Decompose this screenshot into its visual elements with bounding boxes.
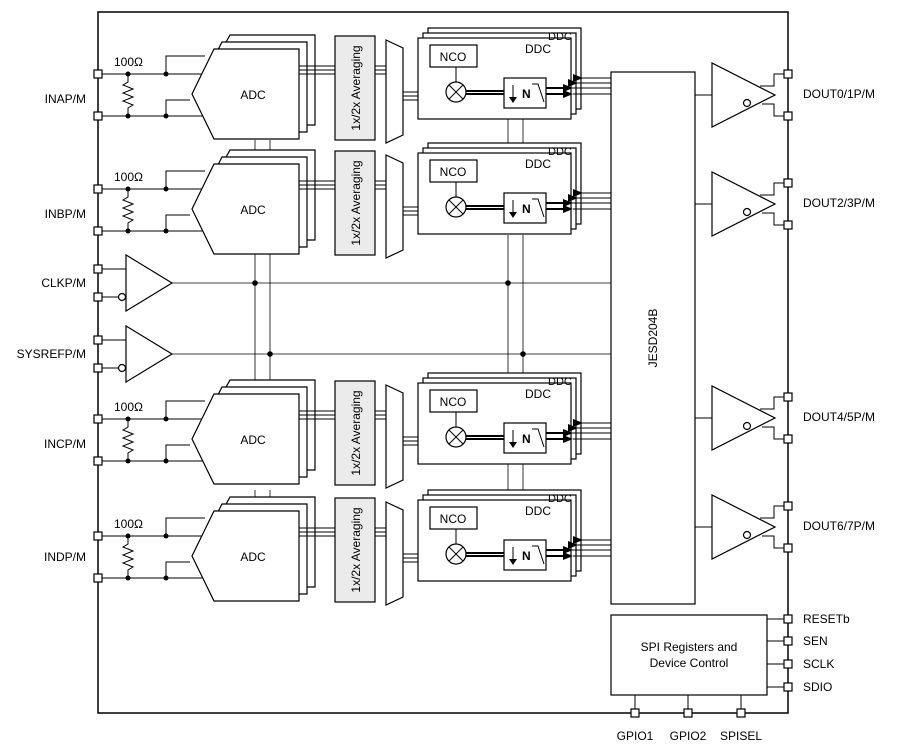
nco-label: NCO — [440, 512, 467, 526]
output-drivers — [695, 62, 788, 560]
ddc-label: DDC — [525, 157, 551, 171]
mux — [385, 154, 404, 259]
pin-label-dout45: DOUT4/5P/M — [803, 410, 875, 424]
ddc-label: DDC — [525, 504, 551, 518]
decimation-label: N — [522, 202, 531, 216]
decimation-filter — [503, 539, 547, 571]
pin-label-sen: SEN — [803, 634, 828, 648]
adc-label: ADC — [240, 88, 266, 102]
resistor-label: 100Ω — [114, 517, 143, 531]
mux — [385, 39, 404, 144]
decimation-label: N — [522, 87, 531, 101]
channel-c: 100Ω ADC 1x/2x Averaging DDC NCO N — [98, 372, 611, 489]
channel-b: 100Ω ADC 1x/2x Averaging DDC NCO N — [98, 142, 611, 259]
averaging-block — [334, 35, 376, 141]
decimation-filter — [503, 77, 547, 109]
adc-label: ADC — [240, 550, 266, 564]
pin-label-ind: INDP/M — [44, 550, 86, 564]
channel-d: 100Ω ADC 1x/2x Averaging DDC NCO N — [98, 489, 611, 606]
spi-block — [610, 614, 768, 696]
pin-label-dout23: DOUT2/3P/M — [803, 196, 875, 210]
resistor-label: 100Ω — [114, 55, 143, 69]
clk-buffer — [98, 253, 174, 313]
pin-label-resetb: RESETb — [803, 612, 850, 626]
pin-label-sclk: SCLK — [803, 657, 834, 671]
decimation-label: N — [522, 432, 531, 446]
adc-label: ADC — [240, 433, 266, 447]
nco-block — [429, 389, 478, 413]
resistor-label: 100Ω — [114, 400, 143, 414]
spi-line2: Device Control — [650, 656, 729, 670]
mux — [385, 501, 404, 606]
pin-label-dout01: DOUT0/1P/M — [803, 87, 875, 101]
pin-label-dout67: DOUT6/7P/M — [803, 519, 875, 533]
nco-block — [429, 44, 478, 68]
pins — [93, 69, 793, 718]
pin-label-clk: CLKP/M — [41, 276, 86, 290]
sysref-buffer — [98, 324, 174, 384]
ddc-back-label-b: DDC — [548, 146, 572, 158]
averaging-block — [334, 497, 376, 603]
ddc-back-label-c: DDC — [548, 376, 572, 388]
averaging-label: 1x/2x Averaging — [349, 45, 363, 130]
averaging-label: 1x/2x Averaging — [349, 507, 363, 592]
ddc-back-label-d: DDC — [548, 493, 572, 505]
pin-label-inc: INCP/M — [44, 437, 86, 451]
jesd204b-block — [610, 71, 696, 605]
pin-label-inb: INBP/M — [45, 207, 86, 221]
nco-block — [429, 506, 478, 530]
decimation-filter — [503, 422, 547, 454]
ddc-back-label-a: DDC — [548, 31, 572, 43]
nco-label: NCO — [440, 50, 467, 64]
pin-label-spisel: SPISEL — [720, 729, 762, 743]
chip-outline — [97, 11, 789, 714]
nco-label: NCO — [440, 395, 467, 409]
pin-label-sysref: SYSREFP/M — [17, 347, 86, 361]
pin-label-ina: INAP/M — [45, 92, 86, 106]
jesd-label: JESD204B — [646, 309, 660, 368]
clock-bus — [172, 118, 611, 497]
ddc-label: DDC — [525, 42, 551, 56]
averaging-block — [334, 380, 376, 486]
channel-a: 100Ω ADC 1x/2x Averaging DDC NCO N — [98, 27, 611, 144]
pin-label-gpio2: GPIO2 — [670, 729, 707, 743]
spi-line1: SPI Registers and — [641, 640, 738, 654]
mux — [385, 384, 404, 489]
nco-block — [429, 159, 478, 183]
decimation-label: N — [522, 549, 531, 563]
averaging-label: 1x/2x Averaging — [349, 390, 363, 475]
nco-label: NCO — [440, 165, 467, 179]
averaging-block — [334, 150, 376, 256]
resistor-label: 100Ω — [114, 170, 143, 184]
pin-label-gpio1: GPIO1 — [617, 729, 654, 743]
ddc-label: DDC — [525, 387, 551, 401]
averaging-label: 1x/2x Averaging — [349, 160, 363, 245]
adc-label: ADC — [240, 203, 266, 217]
pin-label-sdio: SDIO — [803, 680, 832, 694]
